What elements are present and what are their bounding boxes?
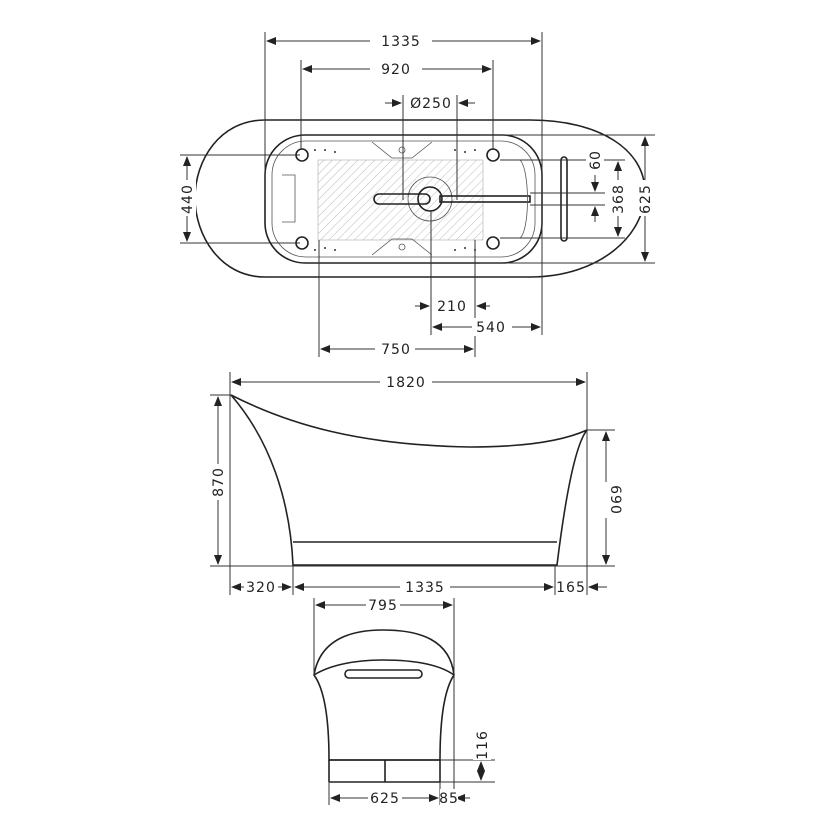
dim-116: 116 <box>475 730 491 760</box>
handle-slot <box>560 156 568 242</box>
top-view: 1335 920 Ø250 440 625 368 60 210 540 750 <box>178 32 655 358</box>
dim-625-top: 625 <box>638 184 654 214</box>
dim-625-end: 625 <box>370 791 400 807</box>
side-view: 1820 870 690 320 1335 165 <box>209 372 623 596</box>
drain-icon <box>407 176 453 222</box>
dim-368: 368 <box>611 184 627 214</box>
dim-440: 440 <box>180 184 196 214</box>
dim-210: 210 <box>437 299 467 315</box>
dim-795: 795 <box>368 598 398 614</box>
hatched-base-area <box>317 159 484 241</box>
dim-1335-top: 1335 <box>381 34 421 50</box>
dim-1335-side: 1335 <box>405 580 445 596</box>
support-foot <box>486 236 500 250</box>
dim-870: 870 <box>211 467 227 497</box>
end-view: 795 116 625 85 <box>313 596 495 807</box>
tub-outer-outline <box>194 119 646 278</box>
dim-540: 540 <box>476 320 506 336</box>
dim-690: 690 <box>607 485 623 515</box>
dim-60: 60 <box>588 150 604 170</box>
dim-diameter-250: Ø250 <box>410 96 452 112</box>
end-handle-slot <box>344 669 423 679</box>
dim-165: 165 <box>556 580 586 596</box>
dim-920: 920 <box>381 62 411 78</box>
end-profile-outline <box>313 629 455 761</box>
side-profile-outline <box>230 394 588 566</box>
support-foot <box>486 148 500 162</box>
dim-85: 85 <box>439 791 459 807</box>
dim-750: 750 <box>381 342 411 358</box>
dim-1820: 1820 <box>386 375 426 391</box>
dim-320: 320 <box>246 580 276 596</box>
